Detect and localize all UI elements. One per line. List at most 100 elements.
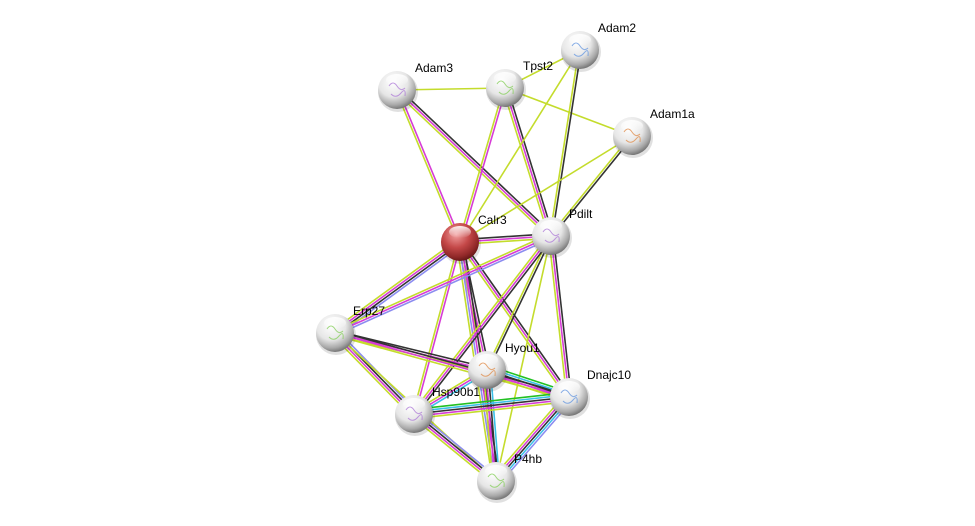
structure-icon [496, 80, 514, 95]
node-P4hb[interactable]: P4hb [477, 452, 542, 503]
edge-Adam1a-Pdilt[interactable] [549, 134, 634, 238]
node-Adam3[interactable]: Adam3 [378, 61, 453, 112]
edge-evidence-textmining [333, 233, 551, 332]
node-label: Adam3 [415, 61, 453, 75]
edge-evidence-textmining [395, 90, 460, 243]
edge-evidence-textmining [491, 393, 567, 479]
node-highlight [403, 398, 425, 410]
edge-evidence-textmining [394, 91, 550, 239]
node-label: Pdilt [569, 207, 593, 221]
edge-evidence-experiments [333, 240, 460, 333]
edge-evidence-textmining [332, 238, 459, 331]
structure-icon [560, 389, 578, 404]
node-highlight [540, 220, 562, 232]
edge-evidence-textmining [331, 334, 413, 417]
edge-Pdilt-Erp27[interactable] [333, 233, 553, 336]
edge-evidence-coexpression [413, 396, 570, 415]
edge-evidence-coexpression [552, 235, 573, 397]
edge-evidence-coexpression [461, 240, 572, 397]
edge-evidence-experiments [396, 89, 552, 237]
edge-Calr3-Erp27[interactable] [332, 238, 463, 337]
node-Adam2[interactable]: Adam2 [561, 21, 636, 72]
edge-evidence-homology [335, 237, 553, 336]
node-highlight [476, 354, 498, 366]
node-Calr3[interactable]: Calr3 [441, 213, 507, 264]
structure-icon [542, 228, 560, 243]
edge-evidence-coexpression [506, 87, 554, 236]
node-Erp27[interactable]: Erp27 [316, 304, 385, 355]
node-Adam1a[interactable]: Adam1a [613, 107, 695, 158]
edge-evidence-experiments [397, 89, 462, 242]
structure-icon [478, 362, 496, 377]
edge-Hsp90b1-Dnajc10[interactable] [413, 391, 570, 420]
node-Hyou1[interactable]: Hyou1 [468, 341, 540, 392]
edge-Pdilt-Hyou1[interactable] [485, 235, 553, 371]
node-label: Erp27 [353, 304, 385, 318]
edge-evidence-coexpression [335, 242, 462, 335]
node-Dnajc10[interactable]: Dnajc10 [550, 368, 631, 419]
edge-evidence-coexpression [487, 236, 553, 371]
edge-evidence-textmining [495, 235, 552, 482]
node-label: Dnajc10 [587, 368, 631, 382]
structure-icon [388, 82, 406, 97]
edge-Pdilt-Hsp90b1[interactable] [411, 234, 554, 416]
node-Tpst2[interactable]: Tpst2 [486, 59, 553, 110]
node-Hsp90b1[interactable]: Hsp90b1 [395, 385, 480, 436]
node-highlight [386, 74, 408, 86]
structure-icon [623, 128, 641, 143]
edge-Tpst2-Pdilt[interactable] [502, 87, 554, 237]
edge-evidence-neighborhood [413, 391, 569, 411]
edge-evidence-textmining [547, 236, 568, 398]
edge-evidence-textmining [549, 49, 580, 236]
edge-Pdilt-P4hb[interactable] [495, 235, 552, 482]
node-label: Hsp90b1 [432, 385, 480, 399]
node-highlight [621, 120, 643, 132]
edges-layer [331, 49, 634, 485]
edge-evidence-textmining [549, 134, 632, 236]
edge-evidence-experiments [460, 88, 507, 243]
edge-Tpst2-Calr3[interactable] [458, 87, 507, 243]
node-label: Adam1a [650, 107, 695, 121]
structure-icon [571, 42, 589, 57]
structure-icon [326, 325, 344, 340]
node-highlight [558, 381, 580, 393]
edge-evidence-experiments [504, 87, 552, 237]
edge-evidence-textmining [411, 234, 550, 414]
edge-Adam3-Pdilt[interactable] [394, 87, 554, 239]
edge-Adam2-Pdilt[interactable] [549, 49, 582, 237]
edge-evidence-experiments [414, 398, 570, 418]
edge-evidence-textmining [414, 400, 570, 420]
node-label: Tpst2 [523, 59, 553, 73]
edge-Adam1a-Calr3[interactable] [459, 135, 633, 243]
structure-icon [405, 406, 423, 421]
node-label: P4hb [514, 452, 542, 466]
node-label: Adam2 [598, 21, 636, 35]
edge-evidence-coexpression [398, 87, 554, 235]
edge-Adam3-Calr3[interactable] [395, 89, 462, 243]
node-highlight [569, 34, 591, 46]
node-label: Calr3 [478, 213, 507, 227]
edge-Adam2-Calr3[interactable] [459, 49, 581, 243]
structure-icon [487, 473, 505, 488]
edge-Pdilt-Dnajc10[interactable] [547, 235, 573, 398]
edge-evidence-textmining [459, 49, 581, 243]
edge-evidence-coexpression [551, 50, 582, 237]
edge-evidence-database [413, 393, 569, 413]
edge-evidence-experiments [550, 235, 570, 398]
edge-evidence-experiments [413, 235, 552, 415]
edge-evidence-textmining [458, 87, 505, 242]
node-Pdilt[interactable]: Pdilt [532, 207, 593, 258]
edge-Calr3-Hsp90b1[interactable] [412, 241, 462, 415]
node-highlight [449, 226, 471, 238]
edge-evidence-textmining [485, 235, 551, 370]
node-label: Hyou1 [505, 341, 540, 355]
edge-evidence-experiments [414, 242, 462, 415]
edge-evidence-textmining [459, 135, 633, 243]
edge-evidence-homology [336, 244, 463, 337]
node-highlight [485, 465, 507, 477]
edge-evidence-textmining [412, 241, 460, 414]
edge-evidence-textmining [502, 88, 550, 237]
edge-evidence-coexpression [551, 136, 634, 238]
